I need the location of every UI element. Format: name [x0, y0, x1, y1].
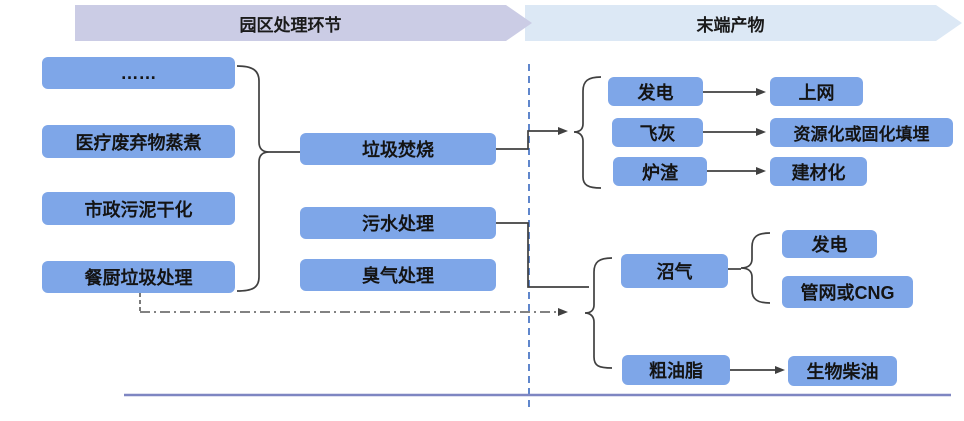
brace-biogas-outputs: [740, 232, 771, 304]
header-end-products: 末端产物: [525, 5, 962, 41]
source-box-kitchen-waste-treatment: 餐厨垃圾处理: [42, 261, 235, 293]
brace-digestion-outputs: [584, 257, 613, 369]
process-box-sewage-treatment: 污水处理: [300, 207, 496, 239]
brace-sources: [236, 65, 270, 292]
product-box-fly-ash: 飞灰: [612, 118, 703, 147]
product-box-biogas: 沼气: [621, 254, 728, 288]
product-box-crude-grease: 粗油脂: [622, 355, 730, 385]
header-park-processing-stage: 园区处理环节: [75, 5, 532, 41]
source-box-others: ……: [42, 57, 235, 89]
destination-box-biodiesel: 生物柴油: [788, 356, 897, 386]
brace-incineration-outputs: [573, 76, 602, 189]
destination-box-recycling-or-solidified-landfill: 资源化或固化填埋: [770, 118, 953, 147]
connector-incineration-to-outputs: [496, 130, 559, 150]
arrowhead-slag-to-material: [756, 167, 766, 175]
source-box-medical-waste-steaming: 医疗废弃物蒸煮: [42, 125, 235, 158]
process-box-odor-treatment: 臭气处理: [300, 259, 496, 291]
arrowhead-kitchenwaste-digestion: [558, 308, 568, 316]
product-box-power-generation: 发电: [608, 77, 703, 106]
arrowhead-grease-to-biodiesel: [775, 366, 785, 374]
arrowhead-power-to-grid: [756, 88, 766, 96]
destination-box-pipeline-or-cng: 管网或CNG: [782, 276, 913, 308]
destination-box-building-material: 建材化: [770, 157, 867, 186]
source-box-municipal-sludge-drying: 市政污泥干化: [42, 192, 235, 225]
product-box-slag: 炉渣: [613, 157, 707, 186]
process-box-waste-incineration: 垃圾焚烧: [300, 133, 496, 165]
destination-box-grid-connection: 上网: [770, 77, 863, 106]
destination-box-biogas-power: 发电: [782, 230, 877, 258]
arrowhead-flyash-to-landfill: [756, 128, 766, 136]
arrowhead-incineration-outputs: [558, 127, 568, 135]
connector-sewage-to-digestion: [496, 222, 589, 288]
